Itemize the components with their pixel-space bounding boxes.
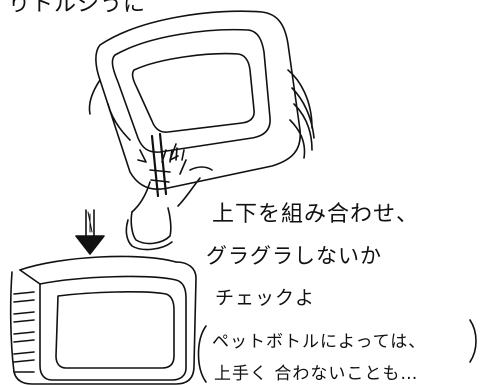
down-arrow [75,209,105,255]
instruction-line-1: 上下を組み合わせ、 [212,202,420,227]
upper-bottle-half [88,10,315,251]
lower-bottle [9,255,197,385]
note-line-1: ペットボトルによっては、 [212,332,427,352]
tool-marks [137,132,187,198]
instruction-line-3: チェックよ [215,287,316,309]
instruction-line-2: グラグラしないか [206,244,382,268]
note-line-2: 上手く 合わないことも… [214,364,419,384]
note-parentheses [197,319,477,383]
top-cut-text: りトルシうに [8,0,147,17]
